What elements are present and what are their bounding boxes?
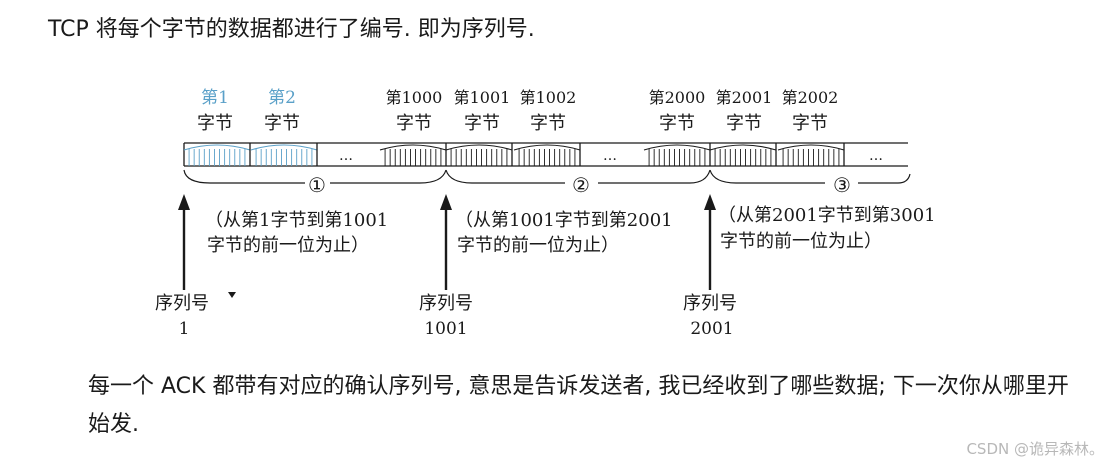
segment-desc-line2: 字节的前一位为止） [457, 235, 619, 256]
byte-block [643, 143, 711, 166]
byte-block [250, 143, 318, 166]
seq-label: 序列号 [155, 293, 209, 314]
ellipsis: … [603, 148, 617, 164]
arrow-head-icon [440, 194, 452, 210]
seq-arrows: 序列号 1 序列号 1001 序列号 2001 [155, 194, 737, 339]
byte-block [513, 143, 581, 166]
small-triangle-icon [228, 292, 236, 298]
segment-marks: ① ② ③ [308, 173, 851, 197]
segment-desc-line1: （从第2001字节到第3001 [718, 205, 936, 226]
arrow-head-icon [178, 194, 190, 210]
tcp-sequence-diagram: 第1 字节 第2 字节 第1000 字节 第1001 字节 第1002 字节 第… [155, 88, 936, 339]
byte-label-num: 第2000 [649, 88, 706, 107]
byte-label-unit: 字节 [197, 113, 233, 134]
byte-label-unit: 字节 [464, 113, 500, 134]
segment-braces [183, 169, 911, 184]
byte-label-num: 第2002 [782, 88, 839, 107]
byte-label-num: 第1002 [520, 88, 577, 107]
seq-value: 1001 [424, 319, 467, 339]
ellipsis: … [869, 148, 883, 164]
ellipsis: … [339, 148, 353, 164]
byte-block [445, 143, 513, 166]
byte-label-unit: 字节 [726, 113, 762, 134]
byte-block [183, 143, 251, 166]
seq-value: 1 [179, 319, 190, 339]
byte-label-num: 第1000 [386, 88, 443, 107]
byte-label-num: 第1 [201, 88, 229, 108]
byte-label-num: 第2001 [716, 88, 773, 107]
seq-label: 序列号 [683, 293, 737, 314]
segment-desc-line1: （从第1字节到第1001 [205, 210, 388, 231]
segment-desc-line2: 字节的前一位为止） [720, 231, 882, 252]
segment-mark: ② [572, 173, 590, 197]
ack-explanation: 每一个 ACK 都带有对应的确认序列号, 意思是告诉发送者, 我已经收到了哪些数… [88, 374, 1069, 437]
byte-stream: … … … [183, 142, 908, 167]
segment-descriptions: （从第1字节到第1001 字节的前一位为止） （从第1001字节到第2001 字… [205, 205, 936, 256]
byte-block [777, 143, 845, 166]
segment-desc-line2: 字节的前一位为止） [207, 235, 369, 256]
byte-label-unit: 字节 [792, 113, 828, 134]
byte-label-unit: 字节 [530, 113, 566, 134]
arrow-head-icon [704, 194, 716, 210]
byte-labels: 第1 字节 第2 字节 第1000 字节 第1001 字节 第1002 字节 第… [197, 88, 838, 134]
byte-label-unit: 字节 [659, 113, 695, 134]
byte-label-num: 第1001 [454, 88, 511, 107]
intro-text: TCP 将每个字节的数据都进行了编号. 即为序列号. [48, 17, 535, 42]
watermark: CSDN @诡异森林。 [966, 440, 1104, 458]
byte-label-num: 第2 [268, 88, 296, 108]
seq-label: 序列号 [419, 293, 473, 314]
byte-label-unit: 字节 [264, 113, 300, 134]
byte-label-unit: 字节 [396, 113, 432, 134]
segment-desc-line1: （从第1001字节到第2001 [455, 210, 673, 231]
byte-block [709, 143, 777, 166]
byte-block [379, 143, 447, 166]
segment-mark: ③ [833, 173, 851, 197]
seq-value: 2001 [690, 319, 733, 339]
segment-mark: ① [308, 173, 326, 197]
